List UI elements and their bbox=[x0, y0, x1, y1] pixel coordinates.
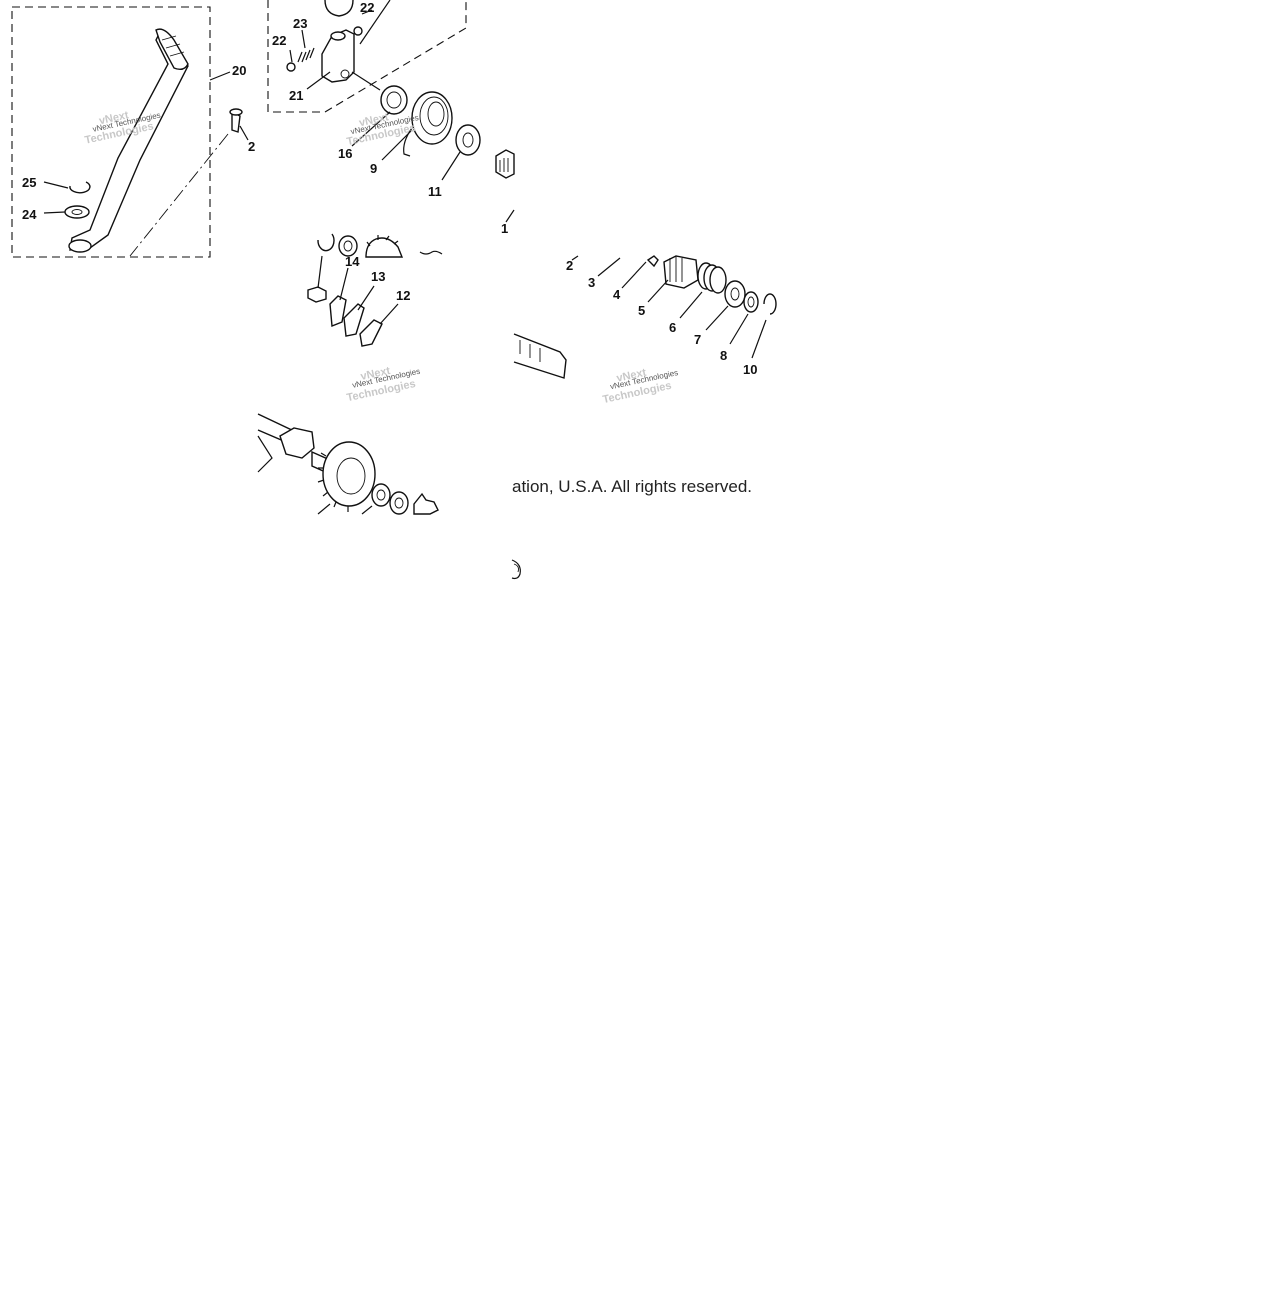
coil-spring-part bbox=[697, 262, 727, 294]
tile-kick-boss bbox=[267, 0, 515, 223]
ball-part bbox=[286, 62, 296, 72]
kick-lever-part bbox=[68, 28, 189, 253]
stopper-part bbox=[343, 303, 365, 337]
callout-24: 24 bbox=[22, 207, 37, 222]
callout-13: 13 bbox=[371, 269, 385, 284]
watermark-3: vNext Technologies vNext Technologies bbox=[346, 365, 421, 404]
plate-part bbox=[329, 295, 347, 327]
callout-9: 9 bbox=[370, 161, 377, 176]
callout-10: 10 bbox=[743, 362, 757, 377]
callout-16: 16 bbox=[338, 146, 352, 161]
callout-23: 23 bbox=[293, 16, 307, 31]
pawl-part bbox=[359, 319, 383, 347]
small-spring-part bbox=[297, 47, 315, 63]
oil-seal-part bbox=[380, 85, 408, 115]
tile-lower-shaft bbox=[257, 413, 439, 515]
circlip-part-2 bbox=[763, 293, 777, 315]
collar-part bbox=[455, 124, 481, 156]
washer-part bbox=[64, 205, 90, 219]
lever-group-dashed-frame bbox=[11, 6, 211, 258]
tile-ratchet bbox=[307, 233, 443, 347]
boss-group-dashed-frame bbox=[267, 0, 467, 113]
bolt-part bbox=[229, 108, 243, 133]
washer-part-3 bbox=[743, 291, 759, 313]
callout-1: 1 bbox=[501, 221, 508, 236]
washer-part-4 bbox=[371, 483, 391, 507]
washer-part-5 bbox=[389, 491, 409, 515]
callout-6: 6 bbox=[669, 320, 676, 335]
watermark-4: vNext Technologies vNext Technologies bbox=[602, 367, 679, 406]
kick-boss-part bbox=[321, 29, 355, 83]
shaft-gear-part bbox=[663, 255, 699, 289]
callout-2-shaft: 2 bbox=[566, 258, 573, 273]
callout-2: 2 bbox=[248, 139, 255, 154]
callout-25: 25 bbox=[22, 175, 36, 190]
torsion-spring-part bbox=[403, 91, 453, 157]
ball-part-2 bbox=[353, 26, 363, 36]
kick-shaft-part bbox=[513, 333, 567, 379]
large-gear-part bbox=[317, 441, 376, 512]
callout-11: 11 bbox=[428, 184, 442, 199]
callout-21: 21 bbox=[289, 88, 303, 103]
callout-5: 5 bbox=[638, 303, 645, 318]
callout-4: 4 bbox=[613, 287, 621, 302]
callout-14: 14 bbox=[345, 254, 360, 269]
washer-part-2 bbox=[724, 280, 746, 308]
circlip-part bbox=[69, 181, 91, 194]
copyright-text: ation, U.S.A. All rights reserved. bbox=[512, 477, 752, 496]
tile-kick-shaft bbox=[513, 255, 777, 379]
callout-22-right: 22 bbox=[360, 0, 374, 15]
brand-mark-fragment bbox=[511, 559, 521, 580]
callout-22-left: 22 bbox=[272, 33, 286, 48]
callout-12: 12 bbox=[396, 288, 410, 303]
callout-8: 8 bbox=[720, 348, 727, 363]
watermark-2: vNext Technologies vNext Technologies bbox=[346, 111, 420, 148]
callout-20: 20 bbox=[232, 63, 246, 78]
tile-kick-lever bbox=[11, 6, 249, 258]
callout-7: 7 bbox=[694, 332, 701, 347]
callout-3: 3 bbox=[588, 275, 595, 290]
gear-fragment-part bbox=[365, 235, 404, 258]
bolt-part-2 bbox=[307, 286, 327, 303]
